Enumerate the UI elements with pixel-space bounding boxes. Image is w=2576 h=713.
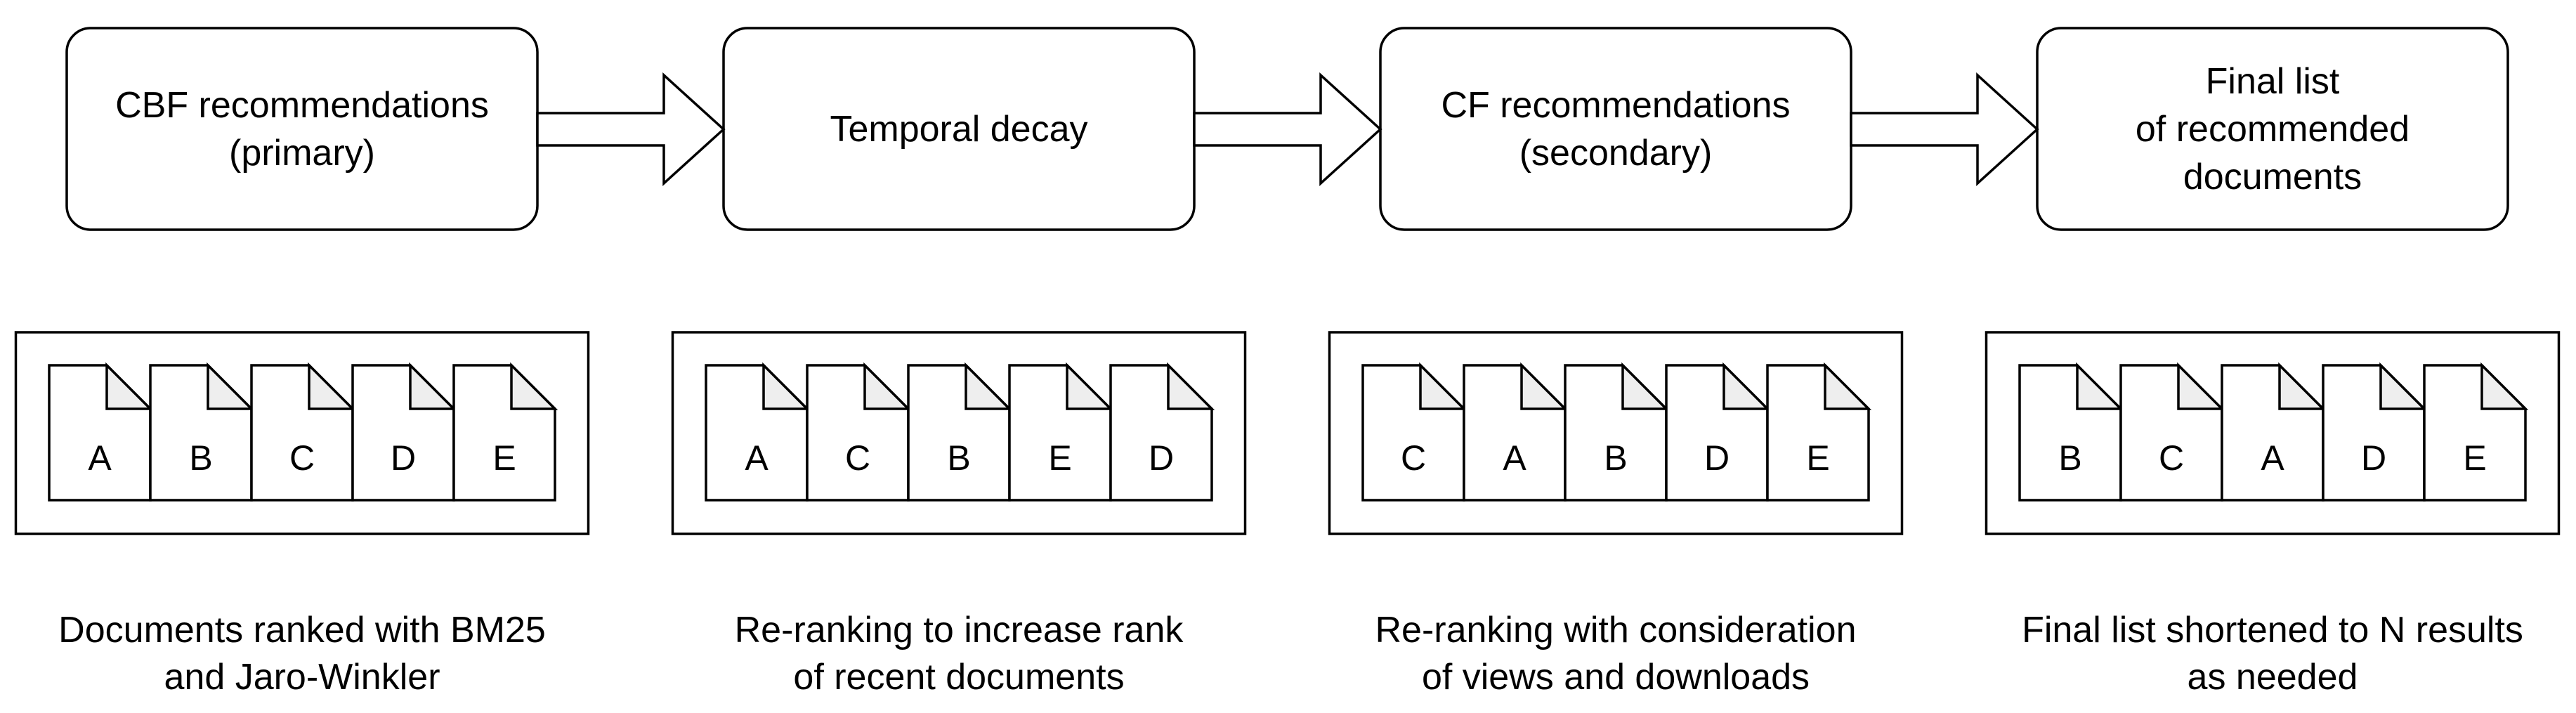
stage-box-outline (1379, 27, 1852, 231)
document-letter: A (2261, 438, 2284, 478)
document-letter: B (2058, 438, 2081, 478)
document-letter: A (1503, 438, 1526, 478)
stage-label-line: Final list (2206, 61, 2340, 102)
document-fold-corner (1419, 362, 1467, 410)
caption-line: as needed (2188, 657, 2358, 698)
document-fold-corner (1824, 362, 1872, 410)
document-letter: D (1149, 438, 1174, 478)
document-letter: C (2159, 438, 2184, 478)
stage-label-line: (secondary) (1519, 133, 1713, 174)
document-letter: D (391, 438, 416, 478)
document-letter: C (289, 438, 315, 478)
caption-4: Final list shortened to N results as need… (2022, 610, 2523, 698)
document-list-1: A B C D E (14, 331, 590, 535)
document-fold-corner (1066, 362, 1114, 410)
document-letter: D (2361, 438, 2386, 478)
document-letter: C (1401, 438, 1426, 478)
document-letter: A (745, 438, 769, 478)
caption-line: Final list shortened to N results (2022, 610, 2523, 650)
document-fold-corner (965, 362, 1013, 410)
stage-box-2: Temporal decay (722, 27, 1196, 231)
caption-line: and Jaro-Winkler (164, 657, 440, 698)
document-icon: E (1008, 362, 1114, 502)
stage-label-line: CBF recommendations (115, 85, 489, 126)
document-fold-corner (2177, 362, 2225, 410)
stage-box-3: CF recommendations (secondary) (1379, 27, 1852, 231)
stage-label-line: of recommended (2136, 109, 2410, 150)
stage-box-4: Final list of recommended documents (2036, 27, 2509, 231)
document-fold-corner (1722, 362, 1771, 410)
document-letter: E (2463, 438, 2486, 478)
document-fold-corner (2076, 362, 2124, 410)
document-fold-corner (409, 362, 457, 410)
document-fold-corner (105, 362, 154, 410)
document-letter: C (845, 438, 870, 478)
document-letter: B (189, 438, 212, 478)
document-fold-corner (2278, 362, 2327, 410)
caption-3: Re-ranking with consideration of views an… (1375, 610, 1856, 698)
stage-label-line: documents (2183, 157, 2362, 197)
stage-box-outline (65, 27, 539, 231)
document-icon: E (452, 362, 558, 502)
document-letter: E (1806, 438, 1829, 478)
document-letter: A (88, 438, 112, 478)
caption-line: Re-ranking to increase rank (735, 610, 1184, 650)
document-letter: E (492, 438, 516, 478)
document-letter: B (1604, 438, 1627, 478)
document-icon: E (2423, 362, 2529, 502)
document-icon: D (1665, 362, 1771, 502)
pipeline-stages: CBF recommendations (primary) Temporal dec… (65, 27, 2509, 231)
document-icon: A (1463, 362, 1569, 502)
document-icon: A (48, 362, 154, 502)
document-fold-corner (1520, 362, 1569, 410)
stage-label-line: Temporal decay (830, 109, 1087, 150)
document-fold-corner (1167, 362, 1215, 410)
document-icon: C (806, 362, 912, 502)
document-fold-corner (1621, 362, 1670, 410)
stage-box-1: CBF recommendations (primary) (65, 27, 539, 231)
document-icon: B (149, 362, 255, 502)
caption-1: Documents ranked with BM25 and Jaro-Winkl… (58, 610, 546, 698)
stage-label-line: CF recommendations (1441, 85, 1790, 126)
flow-arrow-3 (1850, 72, 2039, 186)
caption-line: of views and downloads (1422, 657, 1810, 698)
document-icon: E (1766, 362, 1872, 502)
document-fold-corner (863, 362, 912, 410)
document-fold-corner (2480, 362, 2529, 410)
caption-line: of recent documents (793, 657, 1124, 698)
document-icon: C (2119, 362, 2225, 502)
document-fold-corner (207, 362, 255, 410)
document-fold-corner (510, 362, 558, 410)
caption-2: Re-ranking to increase rank of recent doc… (735, 610, 1184, 698)
document-icon: A (705, 362, 811, 502)
document-letter: B (947, 438, 970, 478)
document-icon: B (2018, 362, 2124, 502)
document-icon: C (1361, 362, 1467, 502)
document-letter: D (1704, 438, 1730, 478)
document-letter: E (1048, 438, 1071, 478)
caption-line: Re-ranking with consideration (1375, 610, 1856, 650)
stage-label-line: (primary) (229, 133, 375, 174)
document-icon: C (250, 362, 356, 502)
stage-captions: Documents ranked with BM25 and Jaro-Winkl… (58, 610, 2523, 698)
pipeline-arrows (536, 72, 2039, 186)
document-fold-corner (2379, 362, 2428, 410)
caption-line: Documents ranked with BM25 (58, 610, 546, 650)
flow-arrow-1 (536, 72, 726, 186)
flow-arrow-2 (1193, 72, 1382, 186)
document-fold-corner (762, 362, 811, 410)
document-fold-corner (308, 362, 356, 410)
document-icon: D (1109, 362, 1215, 502)
